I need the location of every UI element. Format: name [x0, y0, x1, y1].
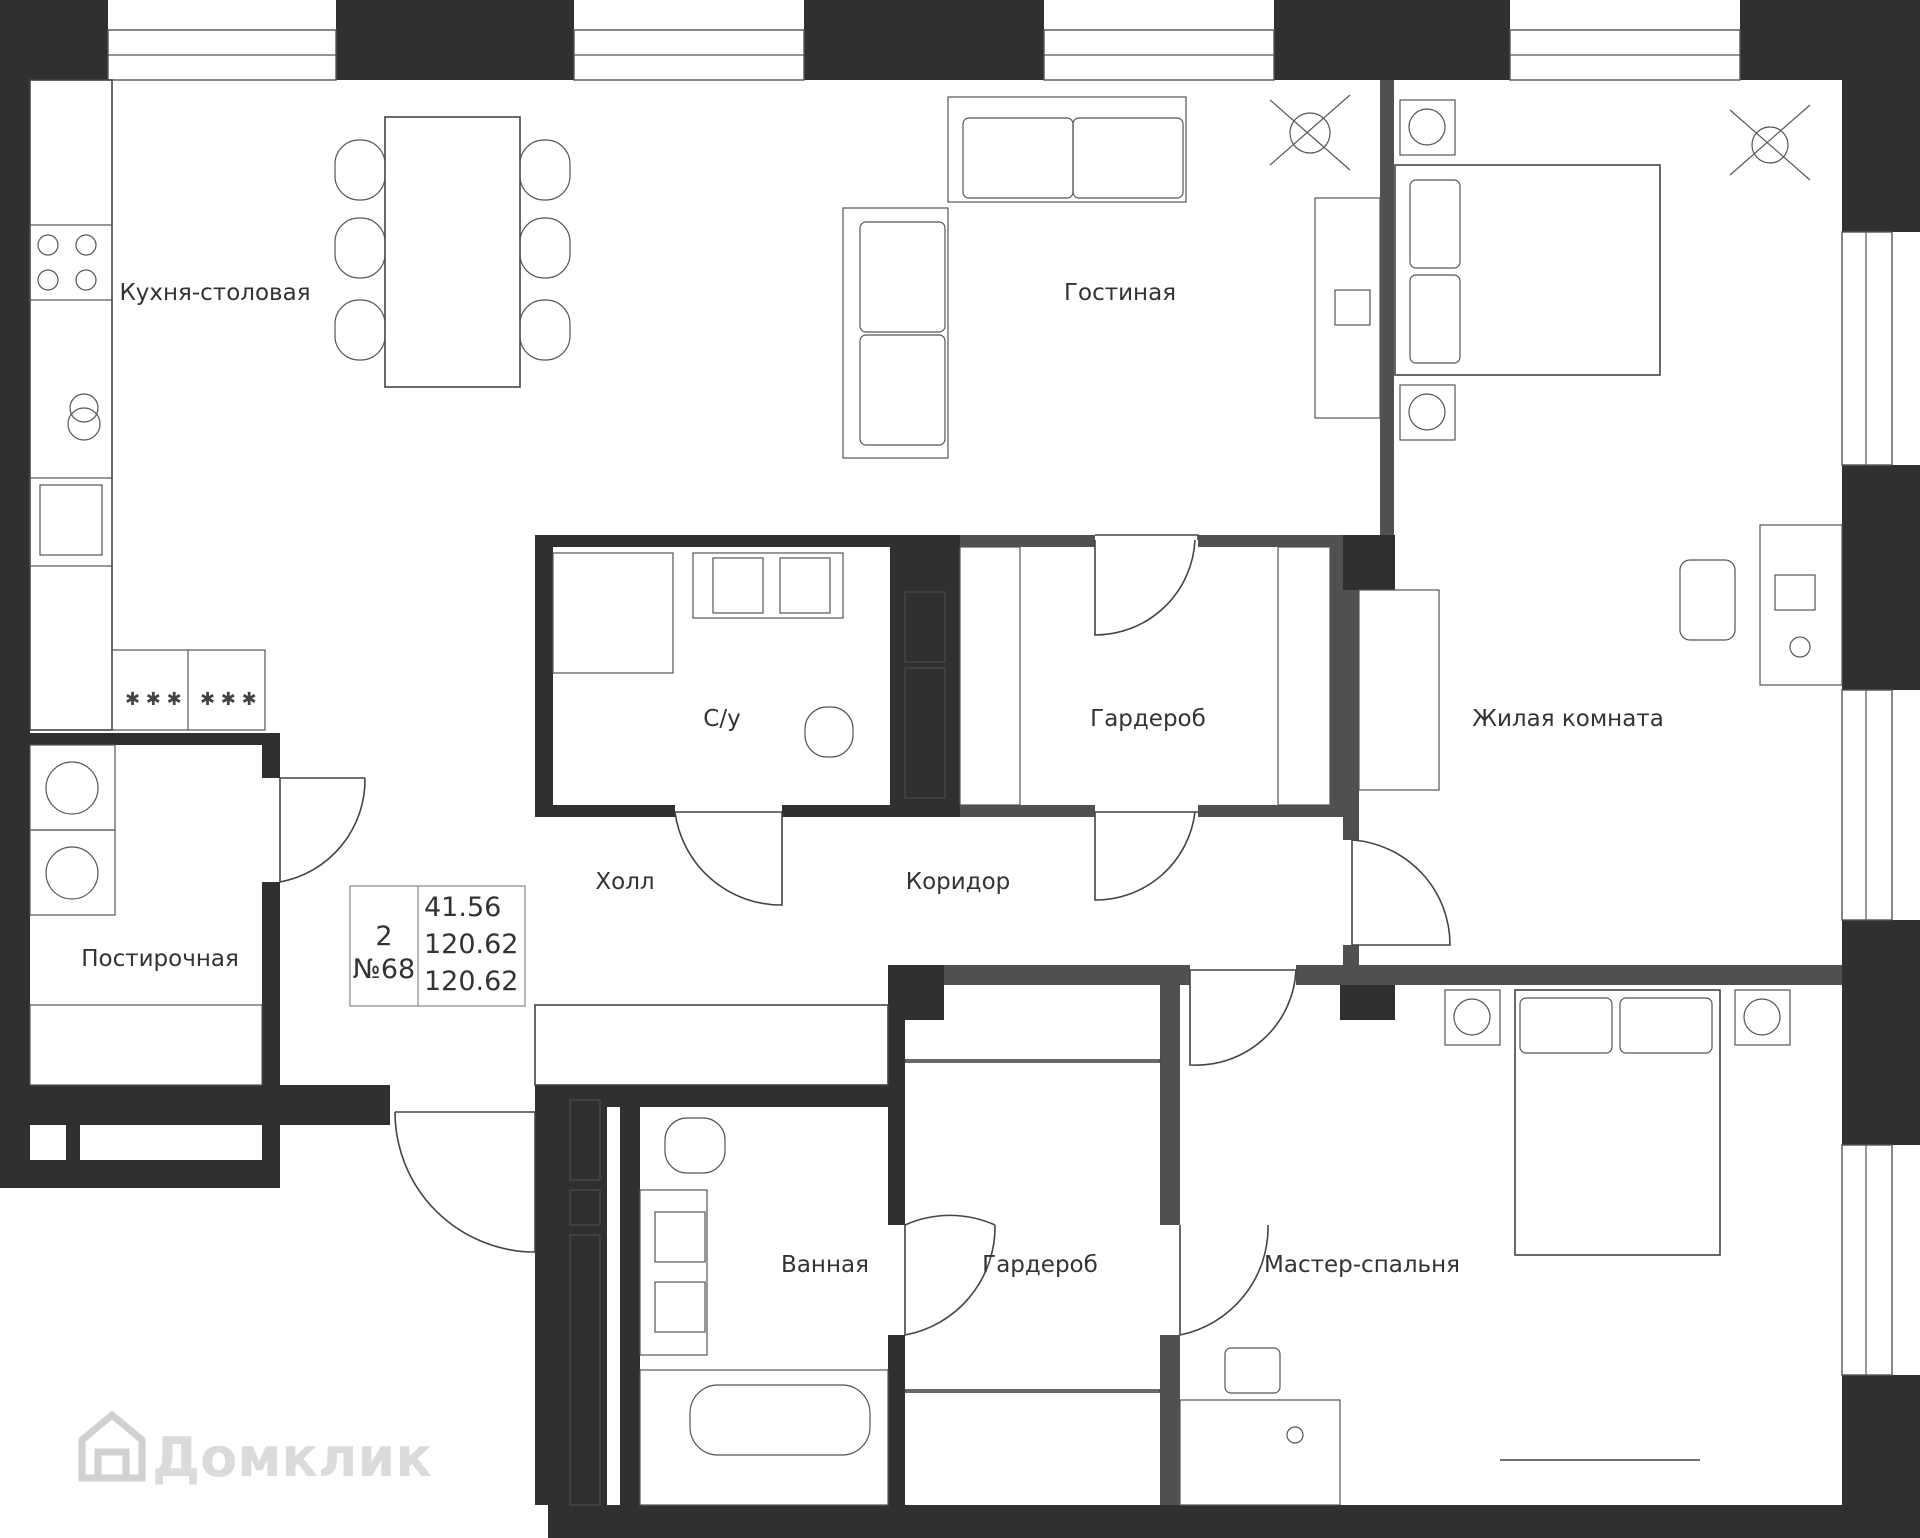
interior-walls [0, 79, 1842, 1506]
house-logo-icon [78, 1410, 146, 1482]
furniture: ✱ ✱ ✱ ✱ ✱ ✱ [29, 94, 1843, 1506]
watermark: Домклик [78, 1410, 432, 1489]
label-corridor: Коридор [906, 869, 1011, 895]
watermark-text: Домклик [152, 1426, 432, 1489]
label-bedroom: Жилая комната [1472, 706, 1664, 732]
label-living-room: Гостиная [1064, 280, 1176, 306]
info-rooms: 2 [375, 921, 392, 952]
doors [279, 534, 1451, 1336]
label-laundry: Постирочная [81, 946, 239, 972]
svg-text:✱ ✱ ✱: ✱ ✱ ✱ [125, 689, 182, 710]
label-master-bedroom: Мастер-спальня [1264, 1252, 1460, 1278]
info-living-area: 41.56 [424, 892, 501, 923]
label-wardrobe-2: Гардероб [982, 1252, 1098, 1278]
room-labels: Кухня-столовая Гостиная С/у Гардероб Жил… [81, 280, 1664, 1278]
label-hall: Холл [595, 869, 654, 895]
label-kitchen: Кухня-столовая [119, 280, 310, 306]
info-number: №68 [353, 954, 415, 985]
info-total-area: 120.62 [424, 929, 518, 960]
windows [107, 29, 1893, 1376]
label-wc: С/у [703, 706, 740, 732]
svg-text:✱ ✱ ✱: ✱ ✱ ✱ [200, 689, 257, 710]
apartment-info-box: 2 №68 41.56 120.62 120.62 [349, 885, 526, 1007]
label-bath: Ванная [781, 1252, 869, 1278]
label-wardrobe-1: Гардероб [1090, 706, 1206, 732]
info-total-area-2: 120.62 [424, 966, 518, 997]
